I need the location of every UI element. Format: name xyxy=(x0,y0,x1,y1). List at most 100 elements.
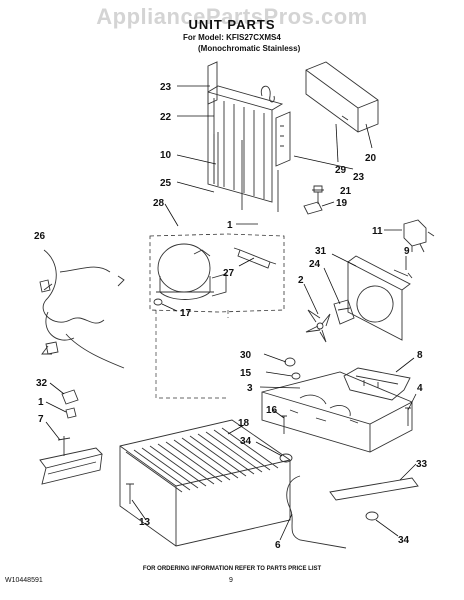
screw-13 xyxy=(126,483,134,504)
fuse-32 xyxy=(61,389,79,405)
condenser-18 xyxy=(119,419,291,547)
drier-tube-10 xyxy=(213,132,219,186)
callout-7: 7 xyxy=(38,414,44,425)
page-title: UNIT PARTS xyxy=(188,17,276,32)
condenser-fins xyxy=(125,427,279,493)
group-leader-dashed xyxy=(155,310,229,399)
callout-27: 27 xyxy=(223,268,235,279)
callout-23a: 23 xyxy=(160,82,172,93)
base-pan-detail xyxy=(289,394,359,424)
callout-16: 16 xyxy=(266,405,278,416)
callout-8: 8 xyxy=(417,350,423,361)
leader-30 xyxy=(263,353,287,363)
callout-18: 18 xyxy=(238,418,250,429)
grommet-30 xyxy=(284,357,296,367)
leader-28 xyxy=(164,203,179,227)
callout-21: 21 xyxy=(340,186,352,197)
leader-4 xyxy=(407,393,417,411)
fan-motor-24 xyxy=(333,299,355,325)
grommet-15 xyxy=(291,372,301,380)
callout-34b: 34 xyxy=(398,535,410,546)
callout-28: 28 xyxy=(153,198,165,209)
screw-9 xyxy=(393,269,413,279)
leader-1b xyxy=(45,401,67,413)
leader-10 xyxy=(176,154,217,165)
foot-34b xyxy=(365,511,379,521)
variant-line: (Monochromatic Stainless) xyxy=(198,44,301,53)
callout-23b: 23 xyxy=(353,172,365,183)
bracket-8 xyxy=(343,367,411,401)
grommet-17 xyxy=(153,298,163,306)
tube-6 xyxy=(286,475,347,549)
callout-4: 4 xyxy=(417,383,423,394)
bracket-right-23 xyxy=(275,111,291,167)
tube-loop xyxy=(241,140,279,212)
leader-7 xyxy=(45,421,61,441)
clip-19 xyxy=(303,201,323,215)
callout-34a: 34 xyxy=(240,436,252,447)
leader-33 xyxy=(399,463,417,481)
callout-30: 30 xyxy=(240,350,252,361)
callout-6: 6 xyxy=(275,540,281,551)
callout-10: 10 xyxy=(160,150,172,161)
callout-11: 11 xyxy=(372,226,383,237)
relay-11 xyxy=(403,219,435,253)
callout-31: 31 xyxy=(315,246,327,257)
page-number: 9 xyxy=(229,577,233,584)
callout-3: 3 xyxy=(247,383,253,394)
screw-21 xyxy=(313,185,323,204)
leader-13 xyxy=(131,499,147,521)
compressor-body xyxy=(157,243,211,293)
leader-34b xyxy=(375,519,399,537)
bracket-top-23 xyxy=(207,61,218,105)
leader-20 xyxy=(365,123,373,149)
callout-13: 13 xyxy=(139,517,151,528)
leader-15 xyxy=(265,371,293,377)
callout-2: 2 xyxy=(298,275,304,286)
leader-31 xyxy=(331,253,357,267)
leader-2 xyxy=(303,283,319,315)
fan-motor-wire xyxy=(260,85,275,103)
callout-22: 22 xyxy=(160,112,172,123)
fan-shroud-31 xyxy=(347,261,403,341)
leader-6 xyxy=(279,513,293,541)
leader-16 xyxy=(272,409,285,419)
coil-top-edge xyxy=(207,85,284,111)
callout-29: 29 xyxy=(335,165,347,176)
drain-pan-20 xyxy=(305,61,379,133)
fuse-1b xyxy=(65,407,77,419)
foot-34a xyxy=(279,453,293,463)
callout-15: 15 xyxy=(240,368,252,379)
ordering-note: FOR ORDERING INFORMATION REFER TO PARTS … xyxy=(142,566,322,572)
callout-1b: 1 xyxy=(38,397,44,408)
compressor-group-box xyxy=(149,233,285,313)
callout-24: 24 xyxy=(309,259,321,270)
leader-25 xyxy=(176,181,215,193)
compressor-base xyxy=(156,249,227,300)
callout-17: 17 xyxy=(180,308,192,319)
fan-hub xyxy=(316,322,324,330)
callout-19: 19 xyxy=(336,198,348,209)
leader-17 xyxy=(161,303,178,312)
leader-32 xyxy=(49,382,65,395)
leader-27 xyxy=(238,257,255,267)
drier-27 xyxy=(233,247,277,269)
callout-26: 26 xyxy=(34,231,46,242)
document-number: W10448591 xyxy=(5,577,43,584)
leader-19 xyxy=(321,201,335,207)
leader-24 xyxy=(323,267,341,305)
watermark: AppliancePartsPros.com xyxy=(96,4,368,29)
leader-34a xyxy=(255,441,283,457)
fan-blade-2 xyxy=(305,309,331,343)
callout-32: 32 xyxy=(36,378,48,389)
harness-connector xyxy=(39,279,59,355)
callout-33: 33 xyxy=(416,459,428,470)
screw-4 xyxy=(405,407,411,426)
screw-16 xyxy=(281,415,287,434)
strip-33 xyxy=(329,477,419,501)
base-pan-3 xyxy=(261,371,413,453)
shroud-flange xyxy=(347,255,411,291)
callout-25: 25 xyxy=(160,178,172,189)
leader-8 xyxy=(395,357,415,373)
